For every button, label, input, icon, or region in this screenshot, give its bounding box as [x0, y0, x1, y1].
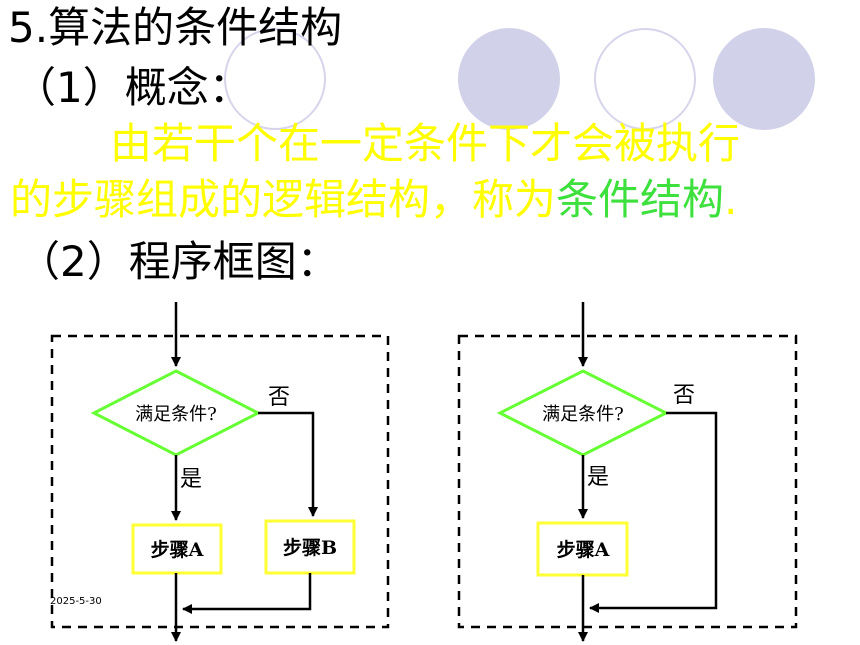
right-dashed-frame [457, 334, 798, 629]
right-no-label: 否 [673, 383, 695, 408]
definition-highlight: 条件结构 [556, 175, 725, 224]
concept-label: （1）概念： [14, 63, 251, 112]
slide-title: 5.算法的条件结构 [8, 3, 343, 52]
definition-line-2-prefix: 的步骤组成的逻辑结构，称为 [10, 175, 557, 224]
left-step-b-text: 步骤B [283, 537, 337, 559]
decor-circle-2 [458, 28, 560, 130]
definition-line-2-suffix: . [724, 175, 738, 224]
definition-line-2: 的步骤组成的逻辑结构，称为条件结构. [10, 175, 738, 224]
decor-circle-4 [713, 28, 815, 130]
definition-line-1: 由若干个在一定条件下才会被执行 [110, 119, 741, 168]
left-merge-arrow [182, 573, 312, 614]
right-condition-text: 满足条件? [542, 404, 624, 425]
left-condition-text: 满足条件? [135, 404, 217, 425]
diagram-heading: （2）程序框图： [18, 237, 339, 286]
left-step-a-box [131, 523, 223, 575]
slide-date: 2025-5-30 [50, 596, 102, 607]
left-dashed-frame [50, 334, 390, 629]
right-step-a-text: 步骤A [557, 539, 610, 561]
decor-circle-3 [594, 28, 696, 130]
right-yes-label: 是 [587, 465, 609, 490]
decor-circle-1 [224, 28, 326, 130]
left-no-label: 否 [268, 385, 290, 410]
flowchart-right: 满足条件? 否 是 步骤A [457, 302, 798, 642]
left-no-arrow [258, 411, 318, 517]
left-step-a-text: 步骤A [151, 539, 204, 561]
flowchart-left: 满足条件? 否 是 步骤A 步骤B [50, 302, 390, 642]
right-no-bypass-arrow [589, 411, 718, 613]
left-yes-label: 是 [180, 467, 202, 492]
left-step-b-box [264, 519, 356, 575]
